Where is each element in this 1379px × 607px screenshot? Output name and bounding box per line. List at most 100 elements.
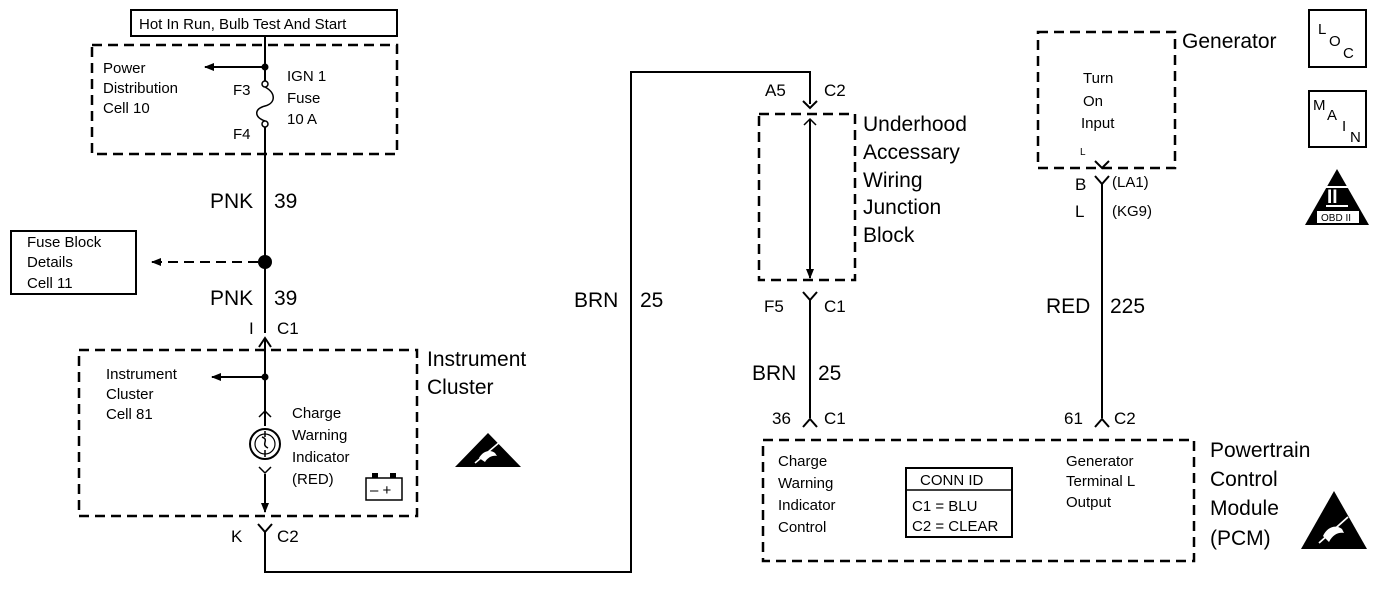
main-badge-m: M [1313, 97, 1326, 114]
generator-rpo-1: (LA1) [1112, 174, 1149, 191]
indicator-label-4: (RED) [292, 471, 334, 488]
main-badge-i: I [1342, 118, 1346, 135]
generator-box: Generator Turn On Input L [1036, 30, 1277, 170]
pcm-conn-c2: C2 [1114, 409, 1136, 428]
fuse-pin-f3: F3 [233, 82, 251, 99]
indicator-label-1: Charge [292, 405, 341, 422]
red-circuit-label: 225 [1110, 295, 1145, 318]
conn-id-title: CONN ID [920, 472, 984, 489]
esd-warning-icon [455, 433, 521, 467]
pcm-pin-61: 61 [1064, 409, 1083, 428]
pcm-right-1: Generator [1066, 453, 1134, 470]
connector-icon [1094, 417, 1110, 428]
generator-input-1: Turn [1083, 70, 1113, 87]
connector-icon [802, 417, 818, 428]
junction-title-3: Wiring [863, 169, 923, 192]
junction-pin-f5: F5 [764, 297, 784, 316]
underhood-junction-block: Underhood Accessary Wiring Junction Bloc… [757, 112, 967, 282]
power-distribution-ref-1: Power [103, 60, 146, 77]
cluster-pin-k: K [231, 527, 243, 546]
pcm-left-3: Indicator [778, 497, 836, 514]
fuse-block-ref-3: Cell 11 [27, 275, 73, 292]
indicator-label-2: Warning [292, 427, 347, 444]
obd-symbol: II [1327, 187, 1338, 208]
lamp-icon [249, 428, 281, 460]
chevron-up-icon [258, 409, 272, 418]
main-badge[interactable]: M A I N [1308, 90, 1367, 148]
pcm-left-2: Warning [778, 475, 833, 492]
loc-badge-c: C [1343, 45, 1354, 62]
brn-circuit-label-2: 25 [818, 362, 841, 385]
cluster-pin-i: I [249, 319, 254, 338]
obd-ii-badge[interactable]: II OBD II [1305, 169, 1369, 225]
connector-icon [1094, 160, 1110, 170]
pcm-right-2: Terminal L [1066, 473, 1135, 490]
junction-conn-c1: C1 [824, 297, 846, 316]
junction-title-2: Accessary [863, 141, 960, 164]
loc-badge-o: O [1329, 33, 1341, 50]
pcm-right-3: Output [1066, 494, 1112, 511]
power-distribution-ref-3: Cell 10 [103, 100, 150, 117]
fuse-pin-f4: F4 [233, 126, 251, 143]
instrument-cluster-box: Instrument Cluster Instrument Cluster Ce… [77, 338, 526, 518]
junction-pin-a5: A5 [765, 81, 786, 100]
pcm-title-1: Powertrain [1210, 439, 1310, 462]
conn-id-table: CONN ID C1 = BLU C2 = CLEAR [905, 467, 1013, 538]
instrument-cluster-ref-2: Cluster [106, 386, 154, 403]
cluster-conn-c2: C2 [277, 527, 299, 546]
instrument-cluster-title-1: Instrument [427, 348, 526, 371]
chevron-down-icon [258, 466, 272, 475]
pnk-circuit-label-2: 39 [274, 287, 297, 310]
brn-circuit-label-1: 25 [640, 289, 663, 312]
pcm-conn-c1: C1 [824, 409, 846, 428]
connector-icon [257, 523, 273, 534]
junction-title-4: Junction [863, 196, 941, 219]
battery-icon: – + [365, 473, 403, 501]
brn-color-label-1: BRN [574, 289, 618, 312]
loc-badge[interactable]: L O C [1308, 9, 1367, 68]
brn-color-label-2: BRN [752, 362, 796, 385]
instrument-cluster-title-2: Cluster [427, 376, 494, 399]
generator-pin-l: L [1075, 202, 1084, 221]
connector-icon [802, 291, 818, 302]
pcm-title-3: Module [1210, 497, 1279, 520]
generator-rpo-2: (KG9) [1112, 203, 1152, 220]
conn-id-c2: C2 = CLEAR [912, 518, 998, 535]
indicator-label-3: Indicator [292, 449, 350, 466]
chevron-up-icon [803, 117, 817, 126]
junction-title-5: Block [863, 224, 915, 247]
connector-icon [802, 100, 818, 110]
fuse-icon [256, 80, 274, 128]
pcm-title-2: Control [1210, 468, 1278, 491]
brn-wire [264, 71, 811, 573]
conn-id-c1: C1 = BLU [912, 498, 977, 515]
splice-icon [258, 255, 272, 269]
esd-warning-icon [1301, 491, 1367, 549]
junction-conn-c2: C2 [824, 81, 846, 100]
pnk-color-label-1: PNK [210, 190, 253, 213]
pnk-circuit-label-1: 39 [274, 190, 297, 213]
fuse-block-ref-2: Details [27, 254, 73, 271]
red-color-label: RED [1046, 295, 1090, 318]
generator-input-3: Input [1081, 115, 1115, 132]
power-label-text: Hot In Run, Bulb Test And Start [139, 16, 347, 33]
pcm-left-4: Control [778, 519, 826, 536]
pcm-box: Charge Warning Indicator Control Generat… [761, 438, 1196, 563]
fuse-block-ref: Fuse Block Details Cell 11 [10, 230, 137, 295]
pcm-pin-36: 36 [772, 409, 791, 428]
power-distribution-box: Power Distribution Cell 10 F3 F4 IGN 1 F… [90, 43, 399, 156]
junction-title-1: Underhood [863, 113, 967, 136]
connector-icon [1094, 175, 1110, 186]
fuse-label-1: IGN 1 [287, 68, 326, 85]
fuse-label-3: 10 A [287, 111, 317, 128]
instrument-cluster-ref-1: Instrument [106, 366, 178, 383]
generator-terminal: L [1080, 147, 1086, 158]
battery-symbol: – + [370, 482, 392, 499]
cluster-conn-c1: C1 [277, 319, 299, 338]
pcm-title-4: (PCM) [1210, 527, 1271, 550]
generator-pin-b: B [1075, 175, 1086, 194]
power-label: Hot In Run, Bulb Test And Start [130, 9, 398, 37]
main-badge-n: N [1350, 129, 1361, 146]
pcm-left-1: Charge [778, 453, 827, 470]
